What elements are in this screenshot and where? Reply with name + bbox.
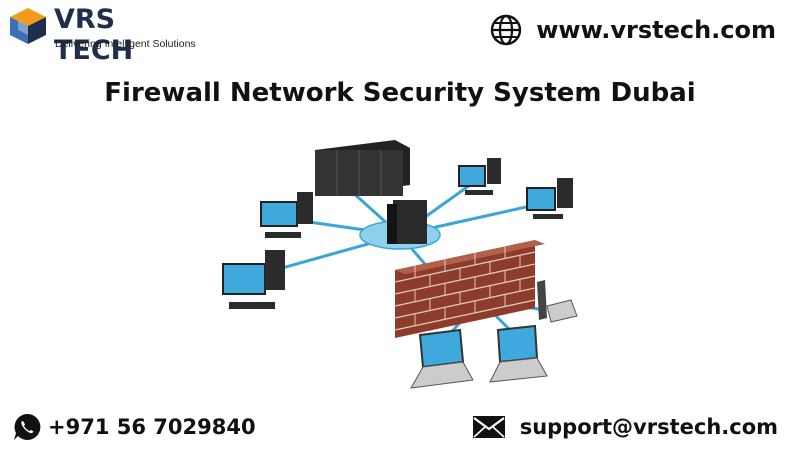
network-firewall-illustration bbox=[222, 140, 578, 389]
page-title: Firewall Network Security System Dubai bbox=[104, 78, 696, 108]
mail-icon bbox=[472, 416, 505, 438]
phone-contact[interactable]: +971 56 7029840 bbox=[12, 410, 256, 444]
server-rack-icon bbox=[315, 140, 410, 196]
logo-mark-icon bbox=[10, 8, 46, 44]
laptop-icon bbox=[489, 324, 548, 383]
firewall-wall-icon bbox=[394, 240, 545, 338]
email-contact[interactable]: support@vrstech.com bbox=[472, 410, 778, 444]
laptop-icon bbox=[537, 280, 578, 323]
brand-logo[interactable]: VRS TECH Delivering Intelligent Solution… bbox=[8, 4, 198, 66]
phone-number: +971 56 7029840 bbox=[48, 415, 256, 439]
globe-icon bbox=[491, 14, 522, 46]
laptop-icon bbox=[410, 328, 474, 389]
whatsapp-icon bbox=[14, 413, 41, 440]
brand-name: VRS TECH bbox=[54, 4, 134, 66]
website-link[interactable]: www.vrstech.com bbox=[490, 12, 776, 48]
website-url: www.vrstech.com bbox=[536, 16, 776, 44]
brand-tagline: Delivering Intelligent Solutions bbox=[55, 38, 196, 50]
email-address: support@vrstech.com bbox=[519, 415, 778, 439]
